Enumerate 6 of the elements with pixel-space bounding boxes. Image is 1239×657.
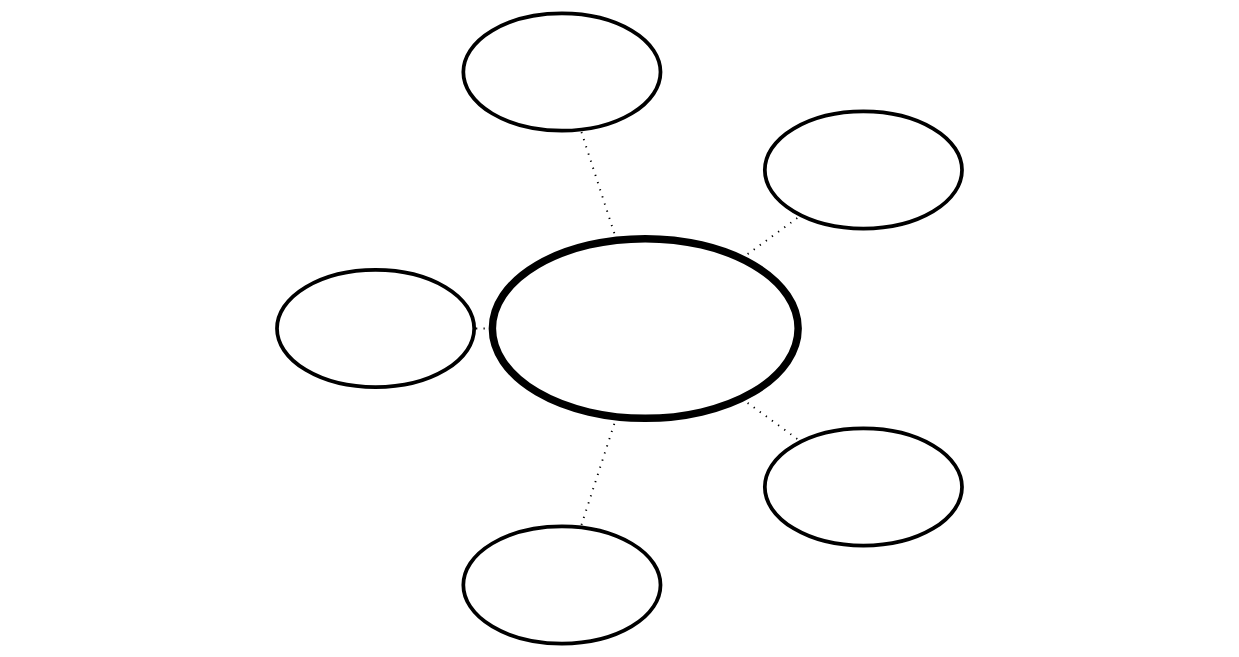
node-cloud [461,524,663,646]
node-cloud [461,11,663,133]
node-cloud [762,109,964,231]
node-cloud [488,234,802,423]
node-cloud [275,267,477,390]
node-cloud [762,426,964,548]
